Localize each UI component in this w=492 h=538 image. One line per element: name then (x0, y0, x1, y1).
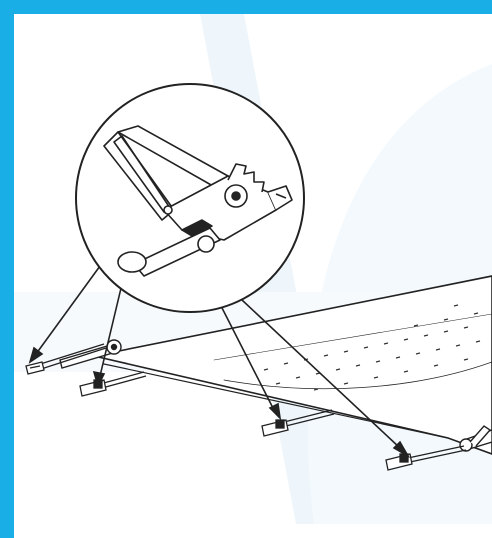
ratchet-buckle-icon (103, 125, 293, 277)
pool-cover-ratchet-diagram (14, 14, 492, 524)
leader-arrows (28, 265, 411, 459)
strap-anchor-3 (261, 409, 335, 437)
roller-tube (59, 339, 122, 369)
roller-end-right (459, 425, 492, 452)
illustration-panel (14, 14, 492, 538)
strap-anchor-1 (25, 343, 107, 375)
strap-anchor-2 (79, 371, 147, 397)
